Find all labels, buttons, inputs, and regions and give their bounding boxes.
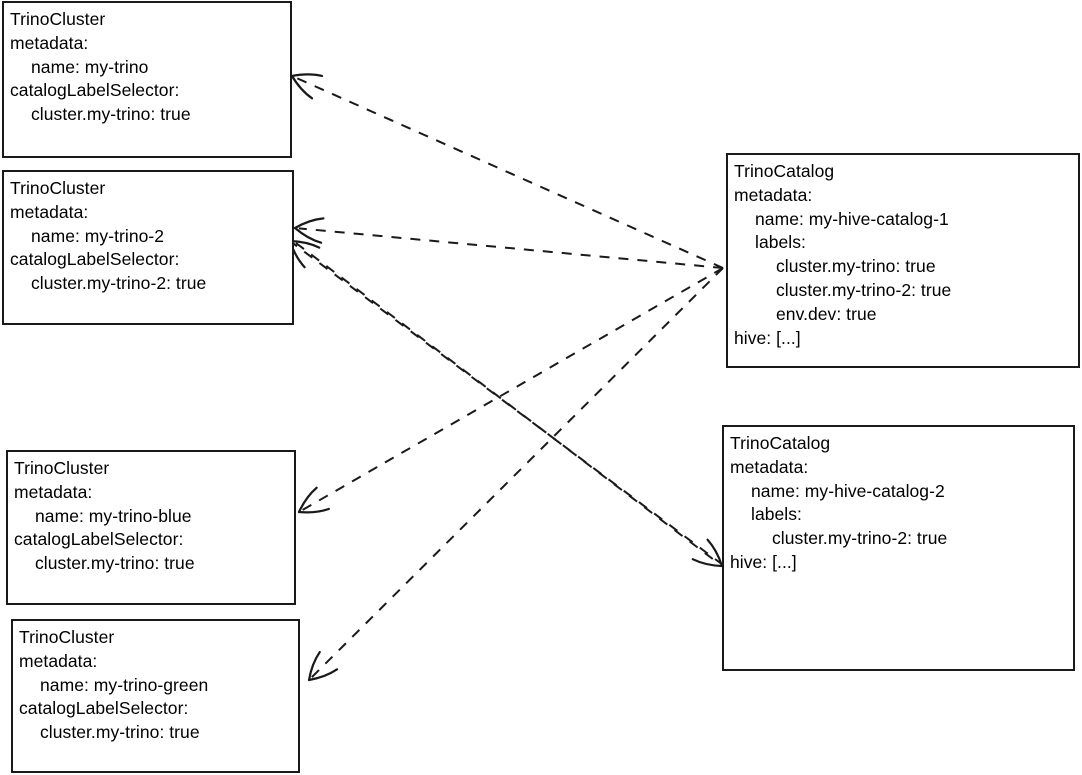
edge-shaft (301, 267, 724, 511)
node-text-line: name: my-trino-green (40, 674, 209, 695)
edge-arrowhead-barb (307, 650, 321, 682)
node-text-line: TrinoCatalog (730, 433, 831, 453)
node-text-line: catalogLabelSelector: (19, 698, 189, 719)
node-text-line: TrinoCluster (14, 458, 110, 478)
node-text-line: catalogLabelSelector: (10, 249, 180, 270)
node-text-line: metadata: (10, 201, 89, 222)
node-text-line: cluster.my-trino-2: true (776, 279, 952, 300)
node-text-line: cluster.my-trino: true (776, 256, 936, 277)
node-catalog-my-hive-catalog-2[interactable]: TrinoCatalog metadata: name: my-hive-catal… (722, 425, 1075, 671)
edge-catalog1-to-cluster-my-trino (290, 73, 724, 269)
edge-catalog1-to-cluster-my-trino-2 (293, 217, 724, 269)
node-cluster-my-trino-2[interactable]: TrinoCluster metadata: name: my-trino-2 cat… (2, 170, 294, 325)
edge-shaft (311, 267, 724, 678)
node-text-line: TrinoCluster (10, 9, 106, 29)
node-cluster-my-trino-blue[interactable]: TrinoCluster metadata: name: my-trino-blue… (6, 450, 296, 605)
node-text-line: metadata: (19, 650, 98, 671)
edge-arrowhead-barb (297, 486, 318, 514)
node-text-line: cluster.my-trino-2: true (31, 273, 207, 294)
node-text-line: labels: (755, 232, 806, 253)
edge-catalog1-to-cluster-my-trino-blue (297, 267, 724, 514)
node-text-line: catalogLabelSelector: (14, 529, 184, 550)
node-text-line: hive: [...] (730, 551, 797, 572)
node-text-line: name: my-hive-catalog-1 (755, 208, 949, 229)
node-text-line: metadata: (730, 456, 809, 477)
node-text-line: cluster.my-trino: true (31, 104, 191, 125)
node-text-line: TrinoCluster (19, 627, 115, 647)
node-text-line: name: my-trino (31, 56, 149, 77)
node-text-line: metadata: (734, 184, 813, 205)
node-text-line: TrinoCluster (10, 178, 106, 198)
edge-arrowhead-barb (706, 538, 724, 568)
edge-arrowhead-barb (290, 73, 324, 78)
node-cluster-my-trino-green[interactable]: TrinoCluster metadata: name: my-trino-gree… (11, 619, 300, 773)
node-text-line: cluster.my-trino: true (40, 722, 200, 743)
edge-shaft (298, 227, 724, 269)
edge-catalog1-to-cluster-my-trino-green (307, 267, 724, 682)
edge-arrowhead-barb (307, 668, 339, 682)
edge-arrowhead-barb (691, 558, 724, 568)
node-catalog-my-hive-catalog-1[interactable]: TrinoCatalog metadata: name: my-hive-catal… (726, 153, 1080, 368)
node-cluster-my-trino[interactable]: TrinoCluster metadata: name: my-trino catal… (2, 1, 292, 158)
node-text-line: name: my-trino-blue (35, 505, 192, 526)
node-text-line: cluster.my-trino-2: true (772, 528, 948, 549)
node-text-line: catalogLabelSelector: (10, 80, 180, 101)
node-text-line: cluster.my-trino: true (35, 553, 195, 574)
edge-arrowhead-barb (297, 507, 330, 514)
node-text-line: env.dev: true (776, 303, 877, 324)
node-text-line: metadata: (14, 481, 93, 502)
edge-arrowhead-barb (290, 74, 314, 100)
edge-cluster-my-trino-2-to-catalog2 (295, 242, 724, 568)
node-text-line: TrinoCatalog (734, 161, 835, 181)
node-text-line: name: my-trino-2 (31, 225, 165, 246)
edge-shaft (295, 76, 724, 269)
edge-shaft (295, 242, 720, 565)
node-text-line: name: my-hive-catalog-2 (751, 480, 945, 501)
node-text-line: hive: [...] (734, 327, 801, 348)
edge-arrowhead-barb (293, 226, 323, 244)
node-text-line: labels: (751, 504, 802, 525)
edge-arrowhead-barb (293, 217, 325, 230)
node-text-line: metadata: (10, 32, 89, 53)
edge-catalog2-to-cluster-my-trino-2 (288, 239, 724, 566)
